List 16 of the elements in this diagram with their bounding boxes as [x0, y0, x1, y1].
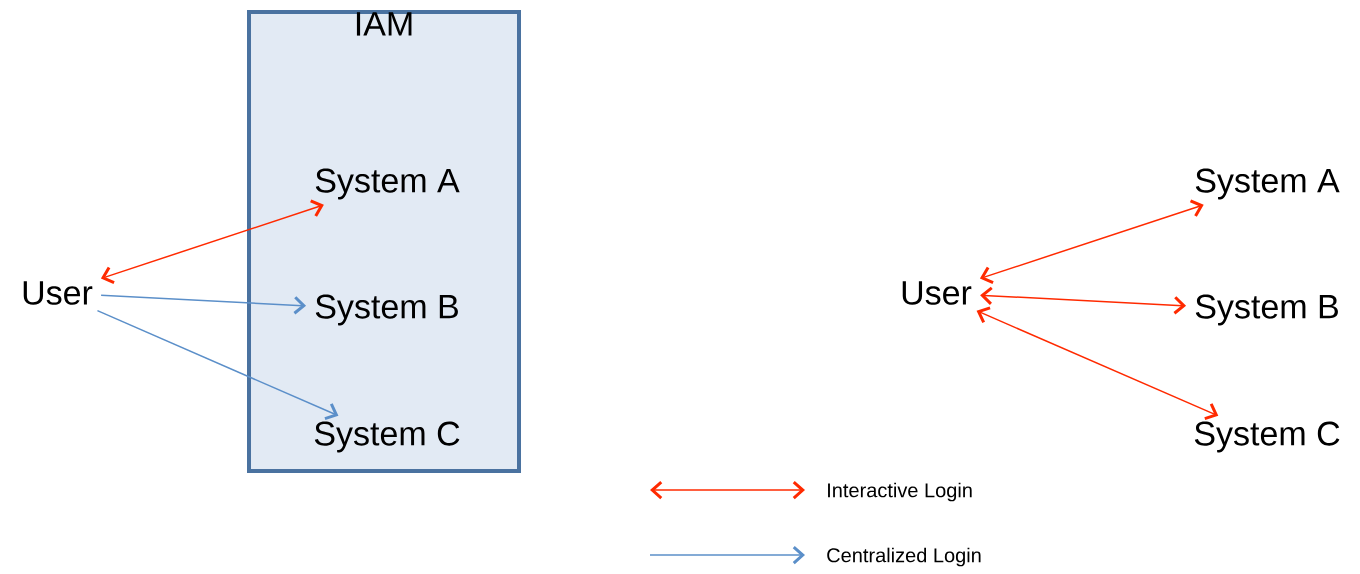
arrow	[976, 306, 1219, 421]
node-label: System C	[314, 421, 460, 453]
node-label: System B	[315, 294, 458, 326]
arrow	[100, 294, 307, 315]
arrow	[980, 286, 1187, 315]
arrow	[979, 199, 1204, 285]
arrow	[96, 309, 339, 421]
node-label: User	[23, 281, 93, 305]
arrow	[100, 199, 324, 284]
node-label: System C	[1194, 421, 1340, 453]
node-label: System A	[1195, 168, 1340, 200]
legend-text: Centralized Login	[827, 547, 981, 567]
legend-text: Interactive Login	[828, 482, 972, 502]
node-label: System B	[1195, 294, 1338, 326]
node-label: System A	[315, 168, 460, 200]
node-label: User	[902, 281, 972, 305]
